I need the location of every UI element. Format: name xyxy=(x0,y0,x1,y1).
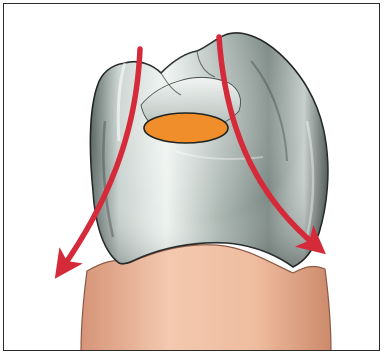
figure-frame xyxy=(3,3,380,351)
contact-area xyxy=(144,113,228,143)
tooth-diagram xyxy=(4,4,380,351)
crown xyxy=(90,33,328,267)
